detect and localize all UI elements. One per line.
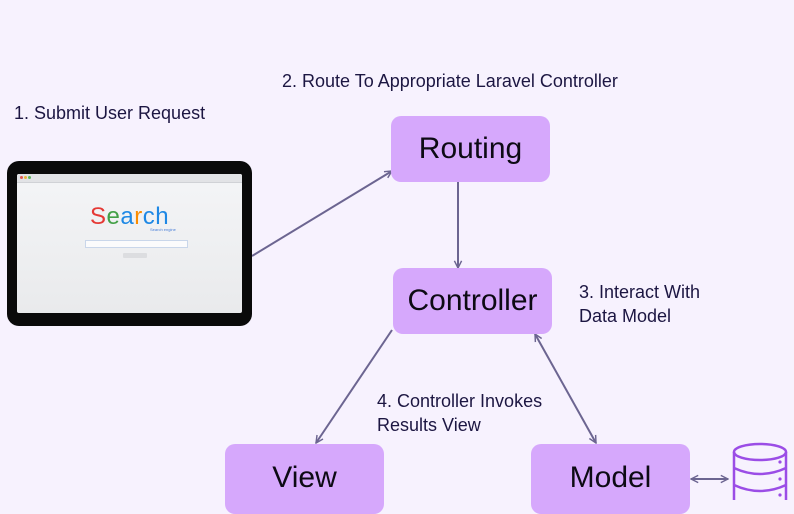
flow-arrows	[251, 170, 794, 500]
browser-toolbar	[17, 174, 242, 183]
search-input	[85, 240, 188, 248]
routing-node: Routing	[391, 116, 550, 182]
step-3-label: 3. Interact With Data Model	[579, 282, 701, 326]
model-node: Model	[531, 444, 690, 514]
search-logo-letter: S	[89, 203, 107, 230]
view-node: View	[225, 444, 384, 514]
laptop-illustration: Search Search engine	[7, 161, 252, 326]
arrow-controller-to-view	[316, 329, 393, 443]
step-1-label: 1. Submit User Request	[14, 103, 206, 123]
routing-node-label: Routing	[418, 132, 523, 165]
search-logo-letter: a	[120, 203, 135, 230]
database-icon	[732, 442, 788, 500]
search-logo-letter: e	[106, 203, 121, 230]
arrow-laptop-to-routing	[251, 170, 392, 257]
search-logo-letter: h	[155, 203, 170, 230]
search-logo-subtitle: Search engine	[150, 227, 176, 232]
controller-node: Controller	[393, 268, 552, 334]
search-logo: Search	[17, 203, 242, 231]
browser-close-dot	[20, 176, 23, 179]
browser-minimize-dot	[24, 176, 27, 179]
search-button	[123, 253, 147, 258]
search-logo-letter: c	[142, 203, 156, 230]
view-node-label: View	[272, 461, 337, 494]
controller-node-label: Controller	[407, 284, 538, 317]
arrow-controller-model	[534, 334, 597, 443]
model-node-label: Model	[569, 461, 652, 494]
browser-maximize-dot	[28, 176, 31, 179]
search-logo-letter: r	[134, 203, 143, 230]
step-2-label: 2. Route To Appropriate Laravel Controll…	[282, 71, 618, 91]
laptop-screen: Search Search engine	[17, 174, 242, 313]
step-4-label: 4. Controller Invokes Results View	[377, 391, 543, 435]
